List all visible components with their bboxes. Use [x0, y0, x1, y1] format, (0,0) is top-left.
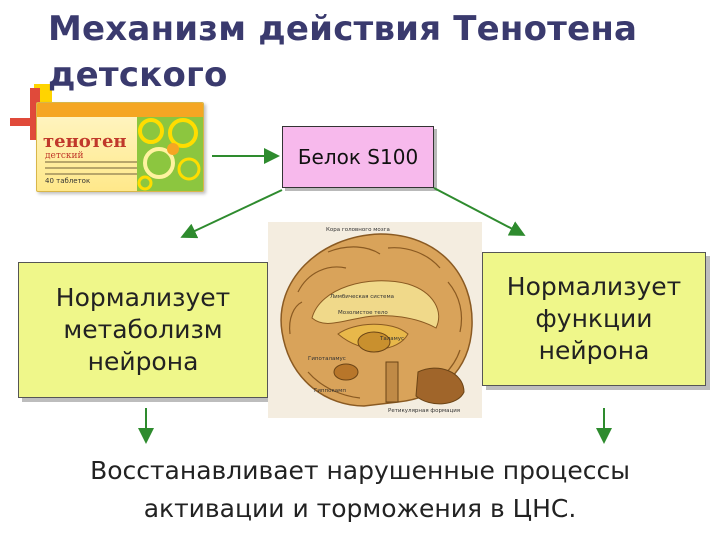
brain-label-hypothalamus: Гипоталамус	[308, 356, 346, 362]
cerebellum-shape	[415, 367, 465, 405]
brain-section-image: Кора головного мозга Лимбическая система…	[268, 222, 482, 418]
title-decoration-red-vertical	[30, 88, 40, 140]
normalizes-metabolism-box: Нормализует метаболизм нейрона	[18, 262, 268, 398]
protein-s100-box: Белок S100	[282, 126, 434, 188]
arrow-protein-to-functions	[433, 187, 526, 236]
normalizes-functions-box: Нормализует функции нейрона	[482, 252, 706, 386]
package-count: 40 таблеток	[45, 177, 91, 185]
arrow-protein-to-metabolism	[180, 189, 283, 239]
brain-label-thalamus: Таламус	[379, 336, 404, 342]
brain-label-reticular: Ретикулярная формация	[388, 408, 460, 414]
package-brand-name: тенотен	[43, 131, 127, 152]
hippocampus-shape	[333, 363, 359, 381]
brain-cortex-shape	[280, 233, 473, 407]
package-text-lines	[45, 161, 137, 179]
tenoten-package-image: тенотен детский 40 таблеток	[36, 102, 204, 192]
title-decoration-red-horizontal	[10, 118, 44, 126]
brain-label-cortex: Кора головного мозга	[326, 227, 390, 233]
package-top-band	[37, 103, 203, 117]
corpus-callosum-shape	[311, 280, 440, 329]
brain-label-limbic: Лимбическая система	[330, 294, 394, 300]
thalamus-shape	[357, 331, 391, 353]
brain-label-corpus: Мозолистое тело	[338, 310, 388, 316]
slide-title: Механизм действия Тенотена детского	[48, 9, 638, 95]
brainstem-shape	[385, 361, 399, 403]
normalizes-metabolism-label: Нормализует метаболизм нейрона	[55, 283, 231, 376]
normalizes-functions-label: Нормализует функции нейрона	[506, 272, 682, 365]
protein-s100-label: Белок S100	[297, 145, 419, 169]
result-text: Восстанавливает нарушенные процессы акти…	[90, 456, 630, 523]
brain-label-hippocampus: Гиппокамп	[314, 388, 346, 394]
package-circles-artwork	[137, 117, 203, 191]
package-subtitle: детский	[45, 151, 84, 161]
